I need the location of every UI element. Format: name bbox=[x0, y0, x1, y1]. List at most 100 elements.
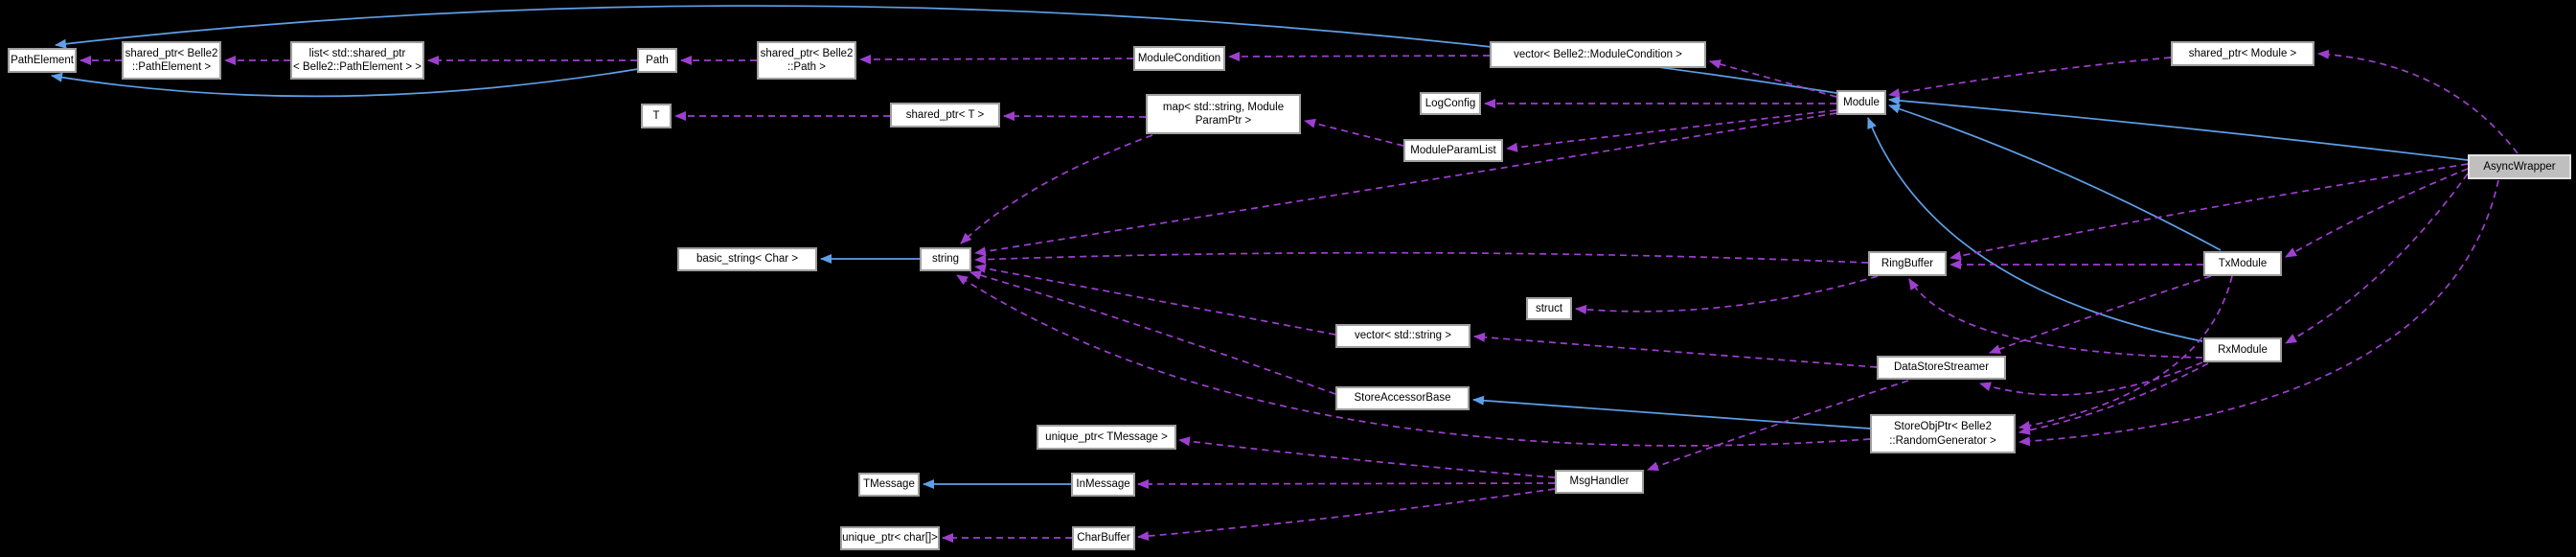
node-sp_path-label: ::Path > bbox=[787, 61, 826, 73]
node-vector_mc[interactable]: vector< Belle2::ModuleCondition > bbox=[1490, 41, 1706, 68]
node-unique_char[interactable]: unique_ptr< char[]> bbox=[840, 526, 940, 550]
node-datastorestreamer[interactable]: DataStoreStreamer bbox=[1877, 356, 2006, 380]
edge-rxmodule-storeobjptr bbox=[2018, 362, 2209, 435]
edge-map_param-sp_t bbox=[1003, 111, 1147, 122]
node-sp_t[interactable]: shared_ptr< T > bbox=[890, 103, 1000, 128]
node-charbuffer-label: CharBuffer bbox=[1077, 532, 1130, 545]
node-sp_pathelement[interactable]: shared_ptr< Belle2::PathElement > bbox=[122, 41, 221, 80]
node-path-label: Path bbox=[646, 54, 669, 66]
edge-datastorestreamer-msghandler bbox=[1647, 380, 1909, 472]
edge-ringbuffer-string bbox=[974, 251, 1869, 265]
node-map_param-label: ParamPtr > bbox=[1195, 115, 1252, 127]
edge-moduleparamlist-map_param bbox=[1304, 118, 1404, 147]
node-modulecondition-label: ModuleCondition bbox=[1137, 52, 1221, 64]
node-logconfig[interactable]: LogConfig bbox=[1420, 92, 1481, 115]
node-sp_path[interactable]: shared_ptr< Belle2::Path > bbox=[757, 41, 856, 80]
node-sp_pathelement-label: ::PathElement > bbox=[131, 61, 212, 73]
node-pathelement-label: PathElement bbox=[11, 54, 74, 66]
node-datastorestreamer-label: DataStoreStreamer bbox=[1893, 361, 1990, 374]
edge-sp_module-module bbox=[1888, 57, 2172, 98]
node-map_param-label: map< std::string, Module bbox=[1162, 101, 1285, 113]
node-list_sp_pathelement-label: < Belle2::PathElement > > bbox=[293, 61, 422, 73]
node-sp_module[interactable]: shared_ptr< Module > bbox=[2171, 41, 2314, 66]
node-tmessage[interactable]: TMessage bbox=[858, 473, 920, 497]
node-struct-label: struct bbox=[1535, 302, 1563, 314]
edge-modulecondition-sp_path bbox=[859, 54, 1134, 64]
edge-msghandler-inmessage bbox=[1137, 478, 1556, 489]
node-pathelement[interactable]: PathElement bbox=[8, 48, 77, 73]
edge-storeaccessorbase-string bbox=[969, 270, 1336, 395]
edge-path-pathelement bbox=[51, 68, 639, 98]
node-asyncwrapper: AsyncWrapper bbox=[2468, 154, 2571, 179]
node-ringbuffer-label: RingBuffer bbox=[1881, 257, 1934, 269]
node-ringbuffer[interactable]: RingBuffer bbox=[1868, 251, 1947, 276]
node-basic_string-label: basic_string< Char > bbox=[695, 253, 799, 266]
node-inmessage-label: InMessage bbox=[1076, 478, 1130, 491]
node-t[interactable]: T bbox=[641, 104, 672, 128]
node-vector_string-label: vector< std::string > bbox=[1355, 330, 1451, 342]
node-basic_string[interactable]: basic_string< Char > bbox=[677, 247, 817, 271]
node-asyncwrapper-label: AsyncWrapper bbox=[2483, 160, 2556, 173]
node-storeaccessorbase[interactable]: StoreAccessorBase bbox=[1335, 386, 1470, 410]
edge-storeobjptr-string bbox=[956, 274, 1871, 447]
edge-txmodule-storeobjptr bbox=[2018, 275, 2233, 430]
node-sp_module-label: shared_ptr< Module > bbox=[2188, 47, 2297, 59]
node-sp_pathelement-label: shared_ptr< Belle2 bbox=[125, 47, 218, 59]
edge-module-moduleparamlist bbox=[1506, 109, 1837, 152]
node-txmodule[interactable]: TxModule bbox=[2203, 251, 2282, 276]
node-inmessage[interactable]: InMessage bbox=[1071, 473, 1135, 497]
node-vector_string[interactable]: vector< std::string > bbox=[1335, 324, 1470, 348]
node-sp_t-label: shared_ptr< T > bbox=[905, 108, 985, 121]
edge-map_param-string bbox=[960, 134, 1153, 244]
node-logconfig-label: LogConfig bbox=[1425, 97, 1476, 109]
edge-msghandler-unique_tmessage bbox=[1178, 436, 1556, 478]
edge-rxmodule-module bbox=[1867, 117, 2203, 342]
edge-txmodule-module bbox=[1888, 104, 2222, 251]
edge-asyncwrapper-ringbuffer bbox=[1949, 163, 2469, 261]
node-msghandler-label: MsgHandler bbox=[1569, 476, 1630, 488]
node-module-label: Module bbox=[1843, 96, 1880, 108]
node-t-label: T bbox=[652, 109, 660, 122]
node-storeobjptr-label: StoreObjPtr< Belle2 bbox=[1894, 421, 1992, 433]
node-path[interactable]: Path bbox=[637, 48, 677, 73]
node-storeobjptr-label: ::RandomGenerator > bbox=[1889, 434, 1996, 447]
node-list_sp_pathelement[interactable]: list< std::shared_ptr< Belle2::PathEleme… bbox=[290, 41, 424, 80]
edge-asyncwrapper-sp_module bbox=[2317, 49, 2519, 154]
edge-vector_string-string bbox=[974, 264, 1336, 336]
node-moduleparamlist-label: ModuleParamList bbox=[1410, 144, 1496, 156]
node-unique_tmessage-label: unique_ptr< TMessage > bbox=[1045, 430, 1168, 443]
node-moduleparamlist[interactable]: ModuleParamList bbox=[1403, 139, 1503, 162]
node-vector_mc-label: vector< Belle2::ModuleCondition > bbox=[1514, 48, 1682, 60]
node-rxmodule-label: RxModule bbox=[2218, 343, 2268, 356]
edge-rxmodule-ringbuffer bbox=[1908, 278, 2203, 359]
node-module[interactable]: Module bbox=[1836, 90, 1886, 115]
edge-storeobjptr-storeaccessorbase bbox=[1472, 395, 1871, 429]
edge-module-string bbox=[974, 112, 1837, 257]
edge-ringbuffer-struct bbox=[1575, 275, 1879, 314]
edge-rxmodule-datastorestreamer bbox=[1979, 361, 2203, 396]
node-storeobjptr[interactable]: StoreObjPtr< Belle2::RandomGenerator > bbox=[1870, 414, 2016, 453]
edge-vector_mc-modulecondition bbox=[1228, 51, 1491, 61]
node-list_sp_pathelement-label: list< std::shared_ptr bbox=[308, 47, 406, 59]
node-sp_path-label: shared_ptr< Belle2 bbox=[760, 47, 854, 59]
node-unique_char-label: unique_ptr< char[]> bbox=[842, 532, 938, 545]
node-modulecondition[interactable]: ModuleCondition bbox=[1133, 46, 1225, 71]
edge-asyncwrapper-rxmodule bbox=[2285, 173, 2469, 344]
edge-module-vector_mc bbox=[1709, 59, 1837, 98]
node-string[interactable]: string bbox=[920, 247, 971, 271]
node-charbuffer[interactable]: CharBuffer bbox=[1072, 526, 1135, 550]
edge-asyncwrapper-txmodule bbox=[2285, 168, 2469, 258]
edge-msghandler-charbuffer bbox=[1137, 488, 1556, 542]
node-string-label: string bbox=[931, 253, 960, 266]
edge-asyncwrapper-module bbox=[1888, 95, 2469, 161]
node-storeaccessorbase-label: StoreAccessorBase bbox=[1354, 392, 1451, 405]
node-rxmodule[interactable]: RxModule bbox=[2203, 337, 2282, 362]
node-txmodule-label: TxModule bbox=[2218, 257, 2268, 269]
edge-txmodule-datastorestreamer bbox=[1989, 275, 2212, 354]
node-msghandler[interactable]: MsgHandler bbox=[1555, 470, 1644, 494]
node-struct[interactable]: struct bbox=[1526, 297, 1572, 320]
node-unique_tmessage[interactable]: unique_ptr< TMessage > bbox=[1037, 425, 1176, 450]
